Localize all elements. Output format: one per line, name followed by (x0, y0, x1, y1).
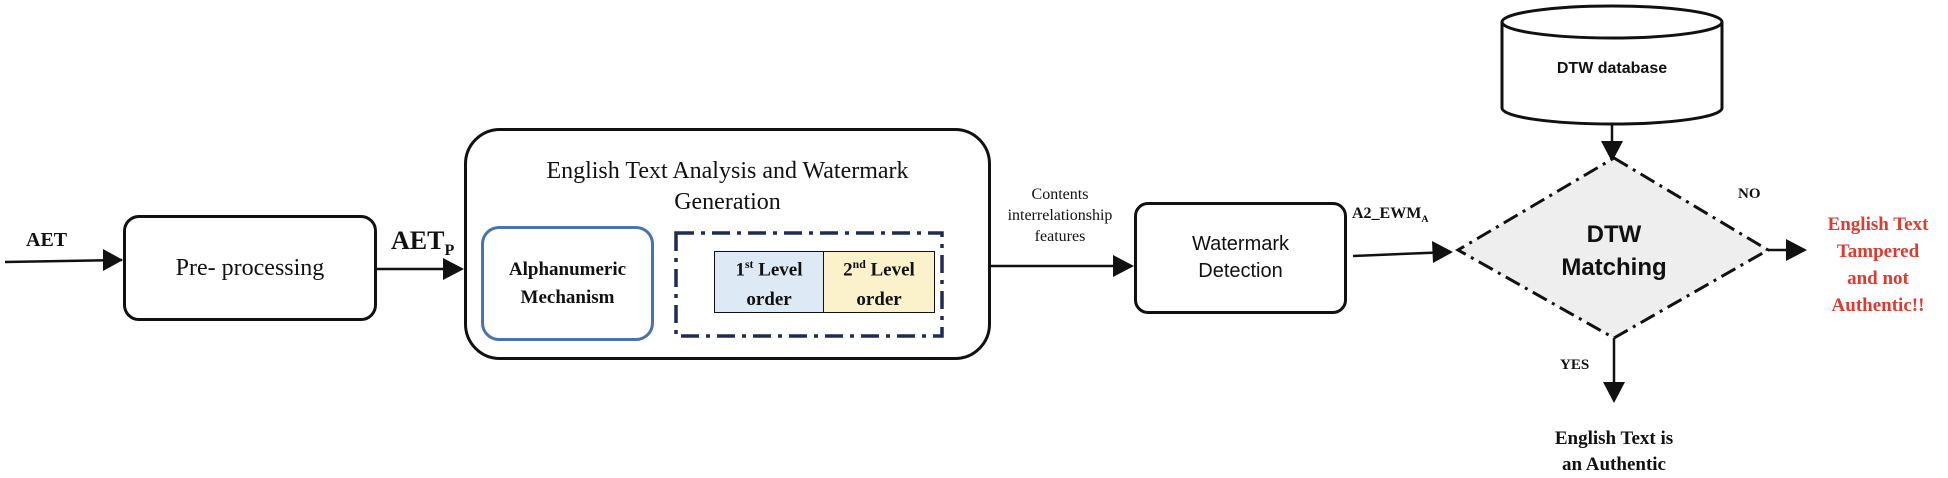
analysis-title-line2: Generation (674, 189, 781, 215)
analysis-title: English Text Analysis and Watermark Gene… (464, 156, 991, 218)
authentic-line2: an Authentic (1562, 454, 1666, 475)
first-level-line1: 1st Level (735, 258, 803, 281)
dtw-database-cylinder (1500, 4, 1724, 126)
dtw-database-label: DTW database (1556, 60, 1668, 77)
tampered-line2: Tampered (1836, 241, 1920, 262)
features-line2: interrelationship (1007, 207, 1113, 224)
matching-line2: Matching (1561, 254, 1667, 281)
first-level-line2: order (746, 288, 792, 310)
second-level-line1: 2nd Level (843, 258, 915, 281)
authentic-line1: English Text is (1554, 428, 1674, 449)
detection-line2: Detection (1198, 260, 1283, 282)
ewm-base: A2_EWM (1352, 205, 1422, 222)
analysis-title-line1: English Text Analysis and Watermark (546, 158, 909, 184)
aetp-base: AET (391, 226, 445, 255)
arrowhead-database (1601, 141, 1623, 162)
tampered-line1: English Text (1827, 214, 1929, 235)
features-label: Contents interrelationship features (990, 184, 1130, 247)
dtw-matching-diamond (1454, 156, 1771, 340)
preprocessing-label: Pre- processing (175, 254, 325, 281)
ewm-sub: A (1421, 214, 1429, 226)
tampered-line3: and not (1847, 268, 1909, 289)
matching-line1: DTW (1586, 221, 1642, 248)
level-order-dashed-border (674, 231, 944, 338)
input-label-aet: AET (26, 229, 68, 251)
no-label: NO (1738, 186, 1761, 202)
first-level-order-box: 1st Level order (714, 251, 824, 313)
watermark-detection-box: Watermark Detection (1134, 202, 1347, 314)
second-level-line2: order (856, 288, 902, 310)
arrow-input-to-preprocessing (4, 258, 123, 264)
a2-ewm-label: A2_EWMA (1352, 205, 1428, 225)
dtw-matching-label: DTW Matching (1514, 218, 1714, 284)
level-order-container (674, 231, 944, 338)
aetp-sub: P (444, 242, 455, 260)
detection-line1: Watermark (1191, 233, 1290, 255)
arrowhead-matching (1432, 241, 1453, 263)
alphanumeric-mechanism-box: Alphanumeric Mechanism (481, 226, 654, 341)
features-line3: features (1034, 228, 1086, 245)
features-line1: Contents (1031, 186, 1089, 203)
arrowhead-yes (1603, 382, 1625, 403)
arrowhead-analysis (443, 258, 464, 280)
tampered-outcome-text: English Text Tampered and not Authentic!… (1808, 211, 1948, 319)
aetp-label: AETP (391, 226, 454, 260)
tampered-line4: Authentic!! (1831, 295, 1925, 316)
arrowhead-preprocessing (103, 249, 123, 271)
yes-label: YES (1560, 357, 1590, 373)
alpha-line1: Alphanumeric (508, 258, 627, 280)
arrowhead-no (1786, 239, 1807, 261)
authentic-outcome-text: English Text is an Authentic (1514, 426, 1714, 478)
alpha-line2: Mechanism (520, 286, 615, 308)
second-level-order-box: 2nd Level order (823, 251, 935, 313)
arrowhead-detection (1113, 255, 1134, 277)
preprocessing-box: Pre- processing (123, 215, 377, 321)
